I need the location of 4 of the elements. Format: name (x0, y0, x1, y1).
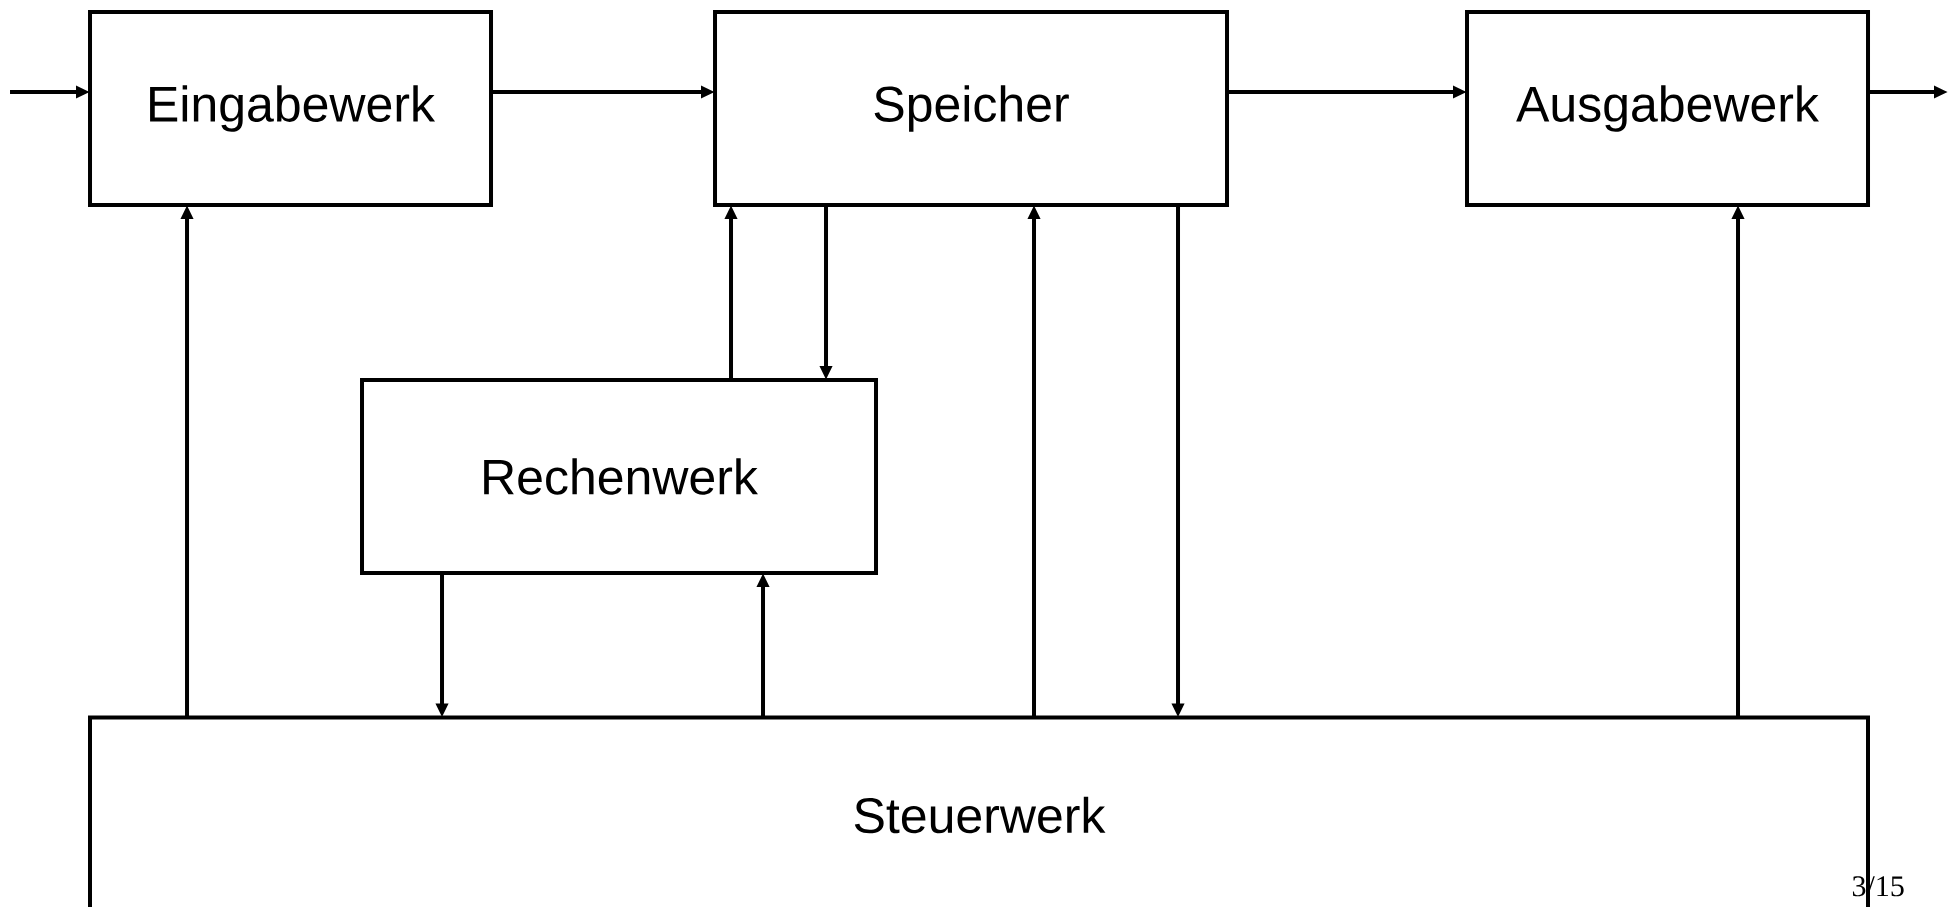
process-box: Eingabewerk (88, 10, 493, 207)
process-box: Speicher (713, 10, 1229, 207)
process-box: Ausgabewerk (1465, 10, 1870, 207)
process-box: Rechenwerk (360, 378, 878, 575)
